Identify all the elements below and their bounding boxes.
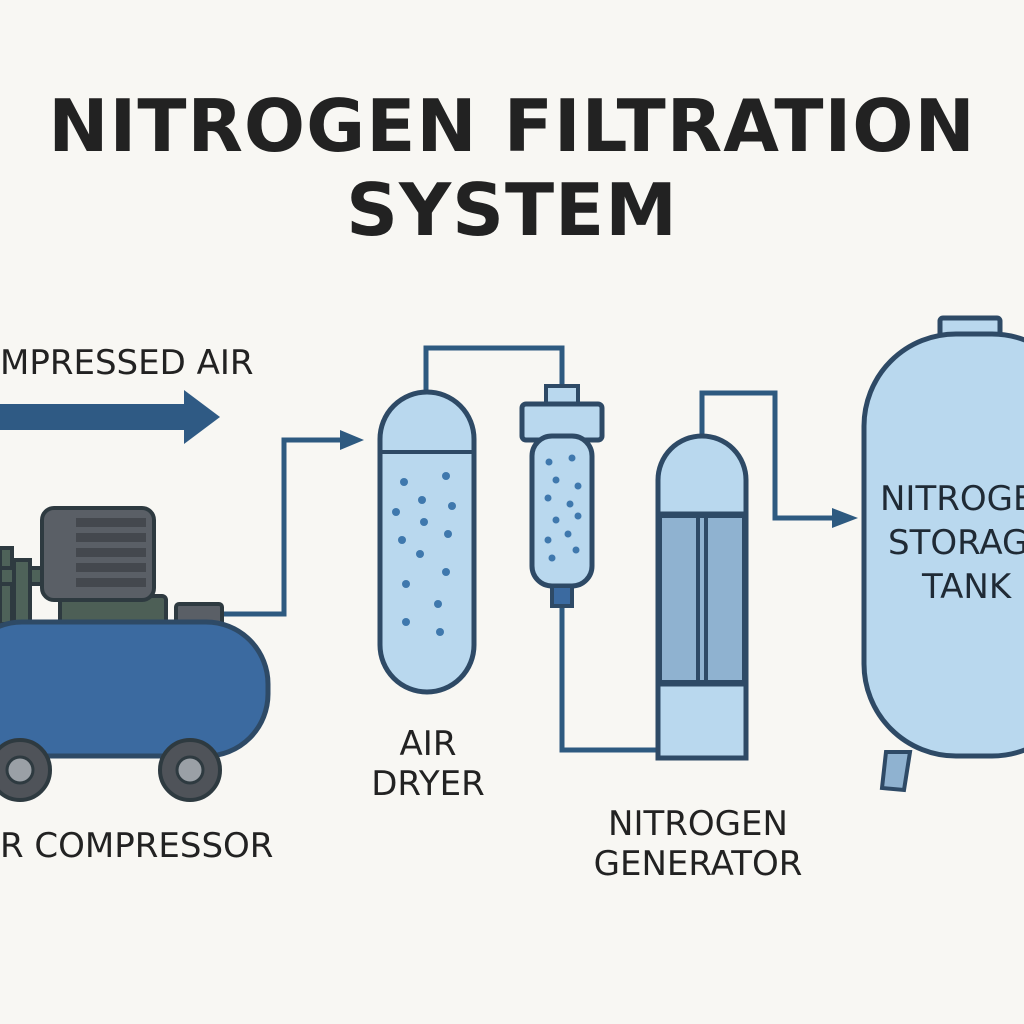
- nitrogen-generator-label-line-1: NITROGEN: [608, 804, 788, 844]
- tank-label-line-3: TANK: [922, 567, 1012, 607]
- arrowhead-to-dryer: [340, 430, 364, 450]
- compressed-air-label: MPRESSED AIR: [0, 343, 254, 383]
- compressor-motor: [40, 506, 156, 602]
- title-line-1: NITROGEN FILTRATION: [48, 84, 976, 168]
- compressed-air-arrow: [0, 390, 220, 444]
- inline-filter: [519, 384, 605, 608]
- air-dryer-label-line-1: AIR: [399, 724, 457, 764]
- tank-label-line-1: NITROGE: [880, 479, 1024, 519]
- nitrogen-storage-tank: [861, 315, 1024, 793]
- air-compressor-label: R COMPRESSOR: [0, 826, 274, 866]
- title-line-2: SYSTEM: [346, 168, 678, 252]
- tank-label-line-2: STORAG: [888, 523, 1024, 563]
- air-dryer-label-line-2: DRYER: [371, 764, 485, 804]
- dryer-desiccant-dots: [392, 472, 456, 636]
- arrowhead-to-tank: [832, 508, 858, 528]
- nitrogen-generator: [655, 433, 749, 761]
- nitrogen-generator-label-line-2: GENERATOR: [593, 844, 803, 884]
- filter-media-dots: [544, 454, 582, 562]
- pipe-generator-to-tank: [699, 390, 840, 521]
- pipe-filter-to-generator: [559, 604, 656, 753]
- compressor-tank-body: [0, 619, 271, 759]
- compressor-wheel-left: [0, 738, 52, 802]
- compressor-wheel-right: [158, 738, 222, 802]
- air-dryer: [377, 389, 477, 695]
- pipe-compressor-to-dryer: [220, 437, 348, 617]
- pipe-dryer-to-filter: [423, 345, 565, 392]
- air-compressor: [0, 506, 271, 802]
